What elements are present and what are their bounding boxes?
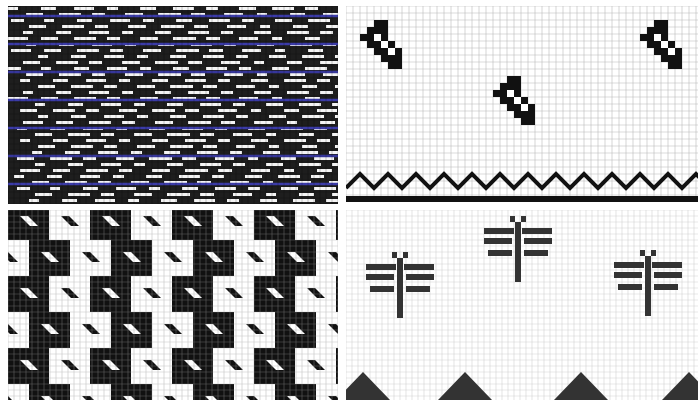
checker-cell	[90, 210, 131, 240]
checker-pattern-graphic	[8, 210, 338, 400]
diagonal-mark	[82, 324, 100, 334]
diagonal-mark	[225, 216, 243, 226]
diagonal-mark	[225, 288, 243, 298]
block-zigzag-graphic	[346, 6, 698, 202]
triangle-motif	[662, 372, 698, 400]
checker-cell	[172, 210, 213, 240]
diagonal-mark	[61, 360, 79, 370]
dragonfly-motif	[484, 216, 552, 282]
diagonal-mark	[82, 252, 100, 262]
panel-dragonfly-pattern	[346, 210, 698, 400]
panel-block-zigzag-pattern	[346, 6, 698, 202]
diagonal-mark	[82, 396, 100, 400]
diagonal-mark	[246, 252, 264, 262]
diagonal-block-motif	[493, 76, 535, 125]
panel-checker-pattern	[8, 210, 338, 400]
diagonal-mark	[8, 324, 18, 334]
diagonal-mark	[164, 324, 182, 334]
diagonal-mark	[8, 396, 18, 400]
diagonal-mark	[328, 324, 338, 334]
panel-stripe-pattern	[8, 6, 338, 204]
diagonal-mark	[246, 396, 264, 400]
diagonal-block-motif	[360, 20, 402, 69]
diagonal-mark	[307, 360, 325, 370]
diagonal-block-motif	[640, 20, 682, 69]
diagonal-mark	[328, 252, 338, 262]
diagonal-mark	[61, 216, 79, 226]
dragonfly-motifs	[366, 216, 682, 318]
dragonfly-pattern-graphic	[346, 210, 698, 400]
diagonal-mark	[225, 360, 243, 370]
triangle-motif	[346, 372, 390, 400]
diagonal-mark	[307, 216, 325, 226]
diagonal-mark	[164, 252, 182, 262]
diagonal-mark	[307, 288, 325, 298]
diagonal-mark	[8, 252, 18, 262]
diagonal-mark	[328, 396, 338, 400]
diagonal-mark	[61, 288, 79, 298]
diagonal-mark	[246, 324, 264, 334]
diagonal-mark	[164, 396, 182, 400]
stripe-pattern-graphic	[8, 6, 338, 204]
checker-blocks	[8, 210, 338, 400]
